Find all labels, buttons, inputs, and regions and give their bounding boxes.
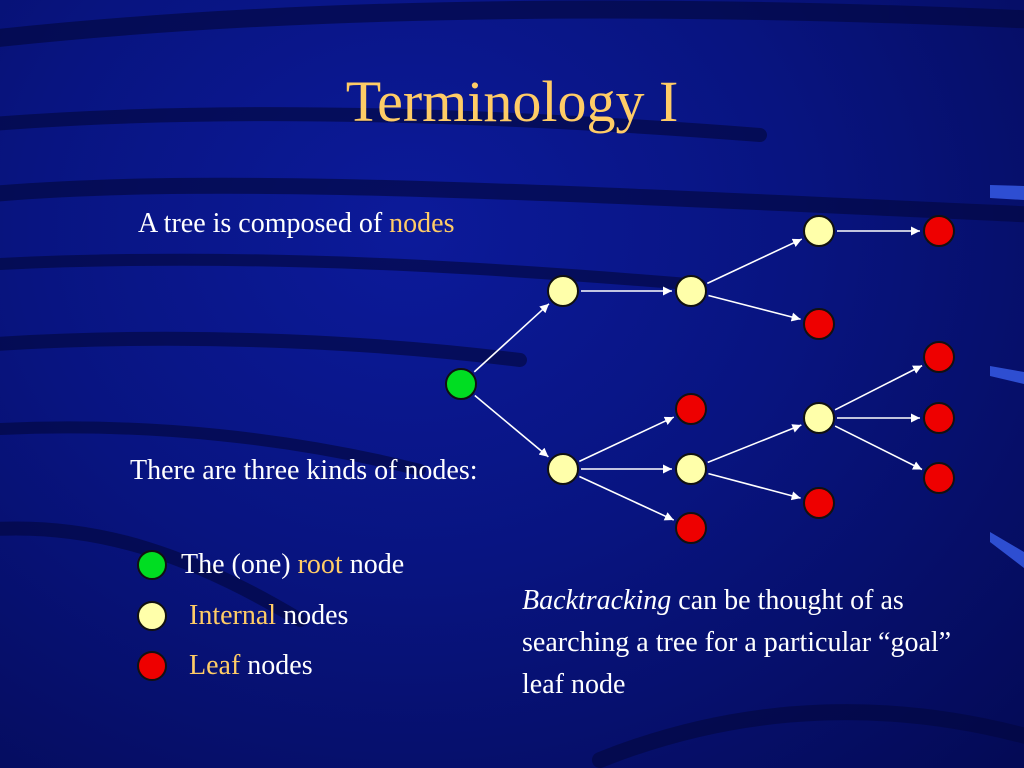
leaf-node: [675, 393, 707, 425]
internal-node: [547, 275, 579, 307]
legend-leaf-label: Leaf nodes: [189, 650, 313, 681]
edge-arrow: [706, 238, 803, 285]
backtracking-text: Backtracking can be thought of as search…: [522, 580, 962, 706]
leaf-node: [923, 462, 955, 494]
leaf-node: [803, 487, 835, 519]
legend-root-label: The (one) root node: [181, 549, 405, 580]
edge-arrow: [834, 364, 923, 411]
internal-node-icon: [137, 601, 167, 631]
legend-leaf: Leaf nodes: [137, 646, 313, 686]
kinds-text: There are three kinds of nodes:: [130, 455, 478, 486]
root-node: [445, 368, 477, 400]
root-node-icon: [137, 550, 167, 580]
slide-title: Terminology I: [345, 69, 679, 134]
backtracking-term: Backtracking: [522, 585, 672, 616]
legend-internal-label: Internal nodes: [189, 600, 349, 631]
edge-arrow: [708, 472, 801, 501]
tree-nodes: [445, 215, 955, 544]
internal-node: [675, 453, 707, 485]
leaf-node-icon: [137, 651, 167, 681]
legend-internal: Internal nodes: [137, 596, 348, 636]
backtracking-rest: can be thought of as searching a tree fo…: [522, 585, 952, 700]
internal-node: [803, 215, 835, 247]
internal-node: [547, 453, 579, 485]
internal-node: [803, 402, 835, 434]
leaf-node: [923, 341, 955, 373]
tree-edges: [473, 226, 923, 521]
edge-arrow: [578, 416, 675, 463]
leaf-node: [675, 512, 707, 544]
leaf-node: [923, 402, 955, 434]
legend-root: The (one) root node: [137, 545, 404, 585]
edge-arrow: [707, 424, 802, 464]
intro-text: A tree is composed of nodes: [138, 203, 455, 245]
edge-arrow: [473, 303, 550, 373]
edge-arrow: [474, 394, 549, 458]
internal-node: [675, 275, 707, 307]
leaf-node: [803, 308, 835, 340]
intro-prefix: A tree is composed of: [138, 208, 390, 239]
edge-arrow: [834, 425, 923, 471]
leaf-node: [923, 215, 955, 247]
edge-arrow: [708, 294, 801, 322]
intro-highlight: nodes: [389, 208, 455, 239]
edge-arrow: [579, 475, 675, 521]
